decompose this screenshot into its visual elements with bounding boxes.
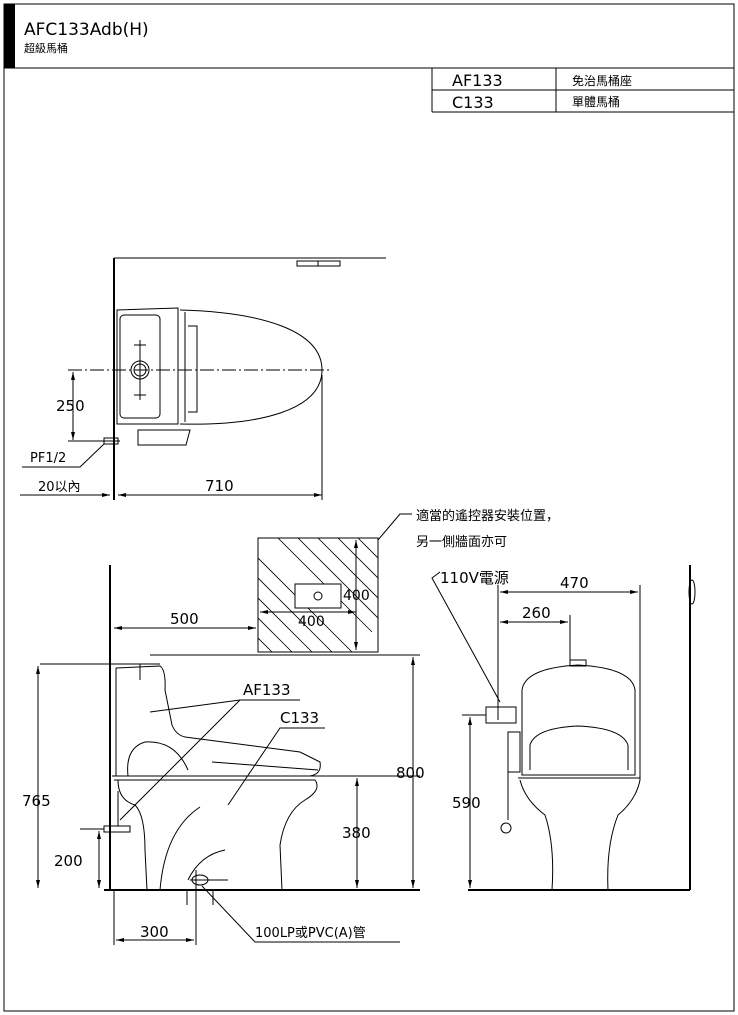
model-title: AFC133Adb(H) <box>24 20 149 40</box>
remote-note-line1: 適當的遙控器安裝位置， <box>416 508 559 524</box>
part-name: 免治馬桶座 <box>572 73 632 88</box>
title-bar-accent <box>4 4 15 68</box>
within-label: 20以內 <box>38 480 81 495</box>
dim-765: 765 <box>22 792 51 810</box>
front-view: 110V電源 470 260 590 <box>431 565 696 891</box>
drawing-frame <box>3 3 735 1012</box>
power-label: 110V電源 <box>440 569 509 587</box>
top-view: 250 PF1/2 20以內 710 <box>20 257 386 500</box>
dim-800: 800 <box>396 764 425 782</box>
dim-panel-height: 400 <box>343 588 370 604</box>
dim-250: 250 <box>56 397 85 415</box>
side-view: AF133 C133 765 200 800 380 300 100LP或PVC… <box>22 565 425 945</box>
control-panel <box>137 429 191 446</box>
dim-380: 380 <box>342 824 371 842</box>
dim-200: 200 <box>54 852 83 870</box>
dim-260: 260 <box>522 604 551 622</box>
part-code: C133 <box>452 93 494 112</box>
part-name: 單體馬桶 <box>572 94 620 109</box>
dim-500: 500 <box>170 610 199 628</box>
pf-label: PF1/2 <box>30 451 66 466</box>
remote-note-line2: 另一側牆面亦可 <box>416 534 507 550</box>
dim-710: 710 <box>205 477 234 495</box>
c133-label: C133 <box>280 709 319 727</box>
model-subtitle: 超級馬桶 <box>24 41 68 55</box>
dim-panel-width: 400 <box>298 614 325 630</box>
side-control-panel <box>507 731 521 773</box>
dim-590: 590 <box>452 794 481 812</box>
remote-panel-area: 400 400 適當的遙控器安裝位置， 另一側牆面亦可 500 <box>114 508 559 653</box>
part-code: AF133 <box>452 71 503 90</box>
parts-table: AF133 免治馬桶座 C133 單體馬桶 <box>431 68 734 113</box>
remote-control-icon <box>294 583 342 609</box>
af133-label: AF133 <box>243 681 291 699</box>
power-outlet-icon <box>485 706 517 724</box>
dim-470: 470 <box>560 574 589 592</box>
pipe-label: 100LP或PVC(A)管 <box>255 926 366 941</box>
dim-300: 300 <box>140 923 169 941</box>
